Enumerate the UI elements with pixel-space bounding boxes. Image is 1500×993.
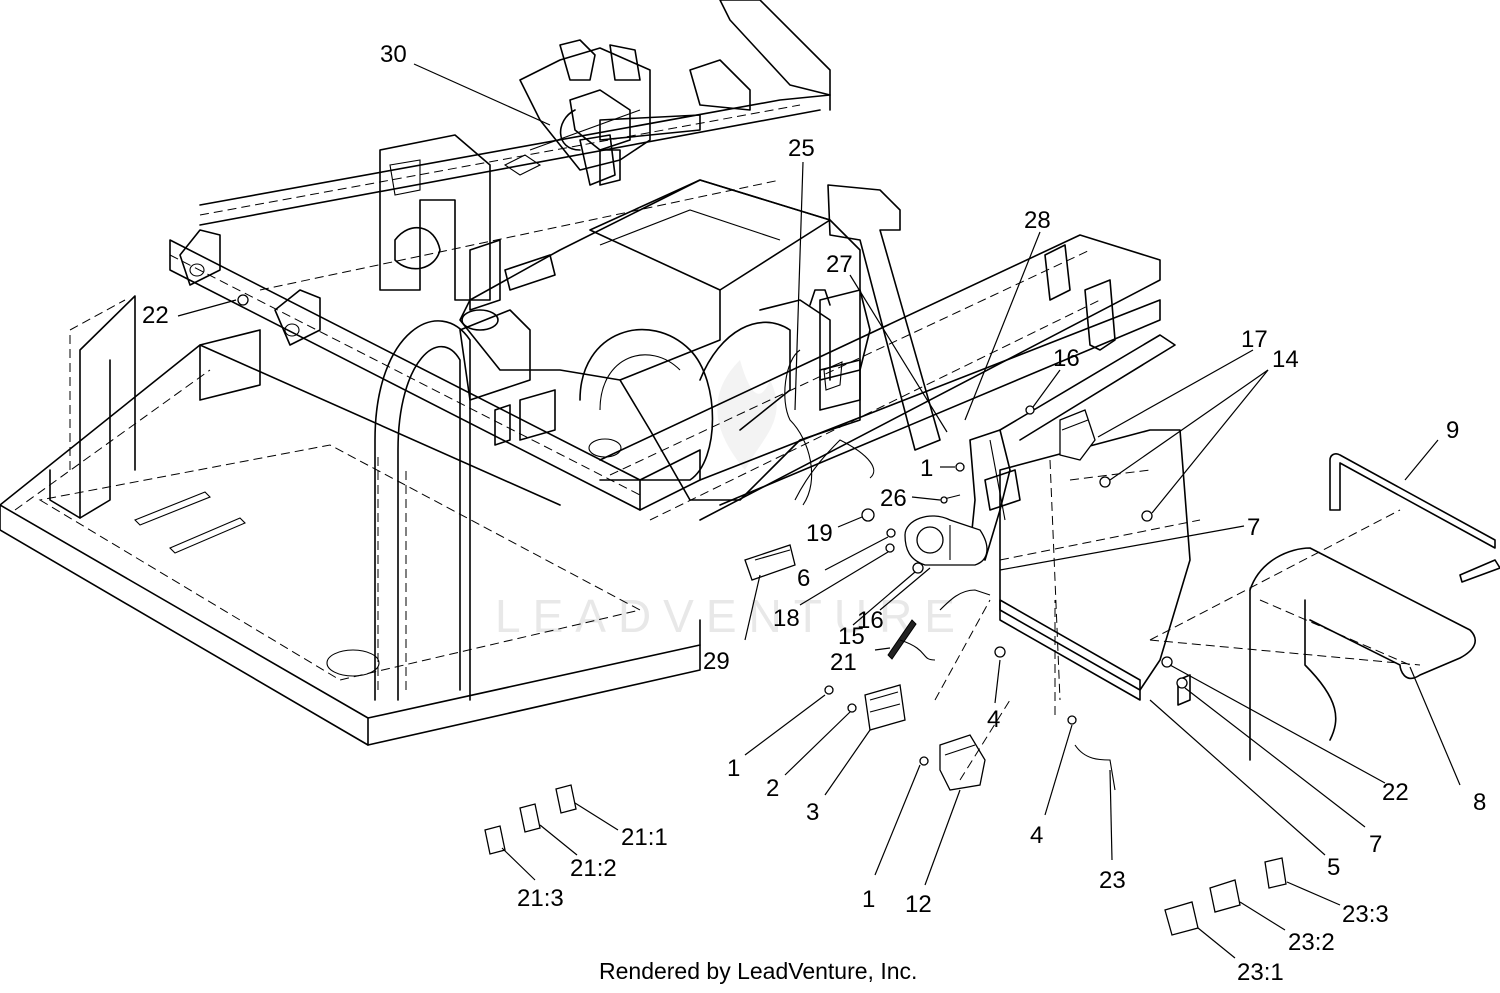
callout-4: 4 — [1030, 822, 1043, 849]
callout-21: 21 — [830, 649, 857, 676]
callout-1: 1 — [862, 886, 875, 913]
callout-22: 22 — [142, 302, 169, 329]
callout-1: 1 — [920, 455, 933, 482]
callout-3: 3 — [806, 799, 819, 826]
callout-28: 28 — [1024, 207, 1051, 234]
engine-block — [459, 114, 871, 501]
callout-4: 4 — [987, 706, 1000, 733]
callout-labels: 30 25 28 27 22 16 17 14 9 1 26 7 19 6 18… — [142, 41, 1486, 986]
watermark-flame-icon — [717, 360, 777, 470]
callout-23-2: 23:2 — [1288, 929, 1335, 956]
callout-7: 7 — [1247, 514, 1260, 541]
callout-23-3: 23:3 — [1342, 901, 1389, 928]
callout-5: 5 — [1327, 854, 1340, 881]
callout-22: 22 — [1382, 779, 1409, 806]
callout-17: 17 — [1241, 326, 1268, 353]
callout-29: 29 — [703, 648, 730, 675]
callout-18: 18 — [773, 605, 800, 632]
control-panel — [237, 294, 1500, 936]
callout-27: 27 — [826, 251, 853, 278]
callout-16: 16 — [1053, 345, 1080, 372]
leader-lines — [177, 63, 1461, 959]
callout-7: 7 — [1369, 831, 1382, 858]
callout-14: 14 — [1272, 346, 1299, 373]
callout-16: 16 — [857, 607, 884, 634]
callout-1: 1 — [727, 755, 740, 782]
callout-9: 9 — [1446, 417, 1459, 444]
callout-19: 19 — [806, 520, 833, 547]
lift-assembly — [503, 39, 651, 186]
callout-21-3: 21:3 — [517, 885, 564, 912]
callout-2: 2 — [766, 775, 779, 802]
callout-8: 8 — [1473, 789, 1486, 816]
callout-23: 23 — [1099, 867, 1126, 894]
callout-30: 30 — [380, 41, 407, 68]
callout-21-1: 21:1 — [621, 824, 668, 851]
footer-credit: Rendered by LeadVenture, Inc. — [599, 958, 917, 984]
callout-25: 25 — [788, 135, 815, 162]
callout-12: 12 — [905, 891, 932, 918]
main-frame — [0, 0, 1161, 746]
callout-15: 15 — [838, 623, 865, 650]
callout-21-2: 21:2 — [570, 855, 617, 882]
callout-23-1: 23:1 — [1237, 959, 1284, 986]
callout-6: 6 — [797, 565, 810, 592]
watermark: LEADVENTURE — [495, 590, 967, 642]
callout-26: 26 — [880, 485, 907, 512]
